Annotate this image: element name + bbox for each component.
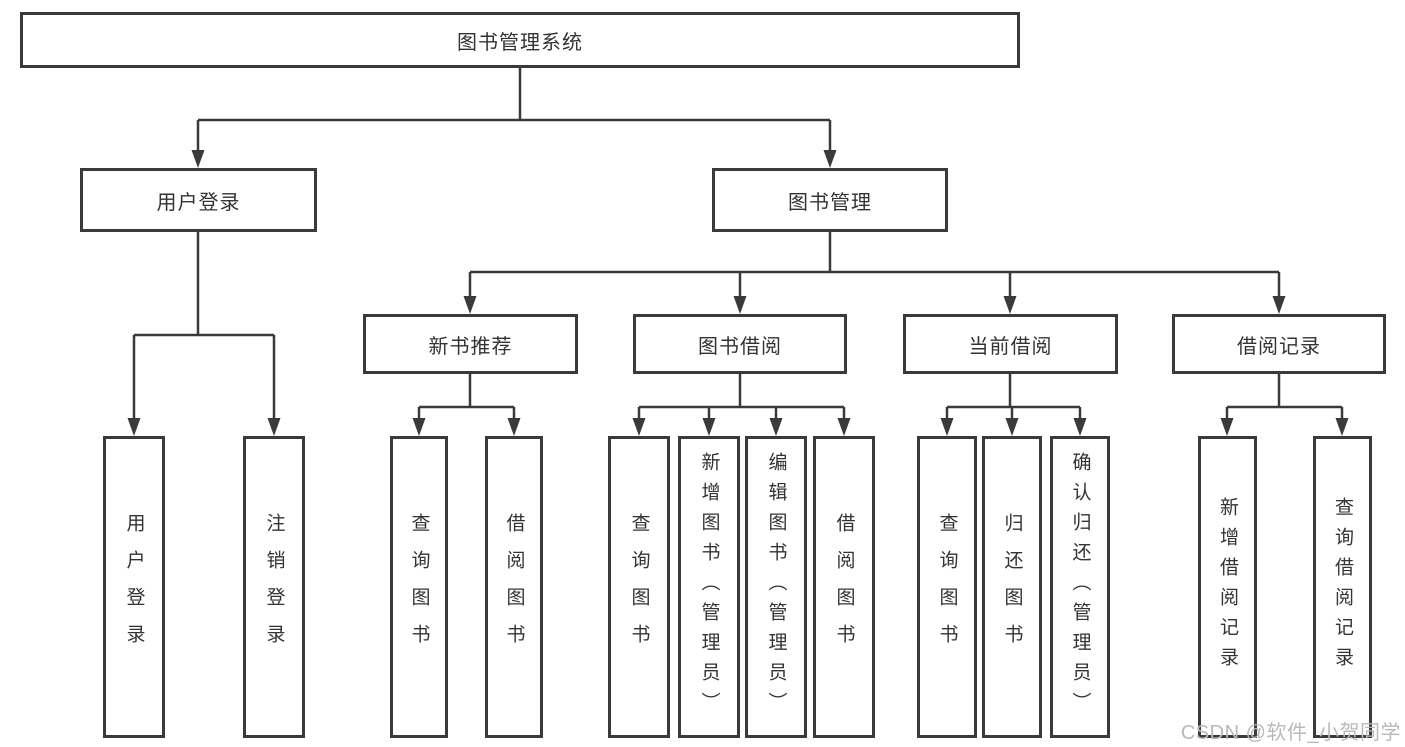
leaf-bb-add-books-admin: 新增图书（管理员）: [678, 436, 740, 738]
connector-book-mgmt-children: [463, 232, 1286, 314]
leaf-cb-confirm-return-admin: 确认归还（管理员）: [1050, 436, 1110, 738]
leaf-cb-query-books: 查询图书: [917, 436, 977, 738]
leaf-logout: 注销登录: [243, 436, 305, 738]
leaf-br-add-record: 新增借阅记录: [1198, 436, 1257, 738]
connector-current-borrow-children: [940, 374, 1087, 436]
connector-book-borrow-children: [632, 374, 851, 436]
connector-new-book-rec-children: [412, 374, 521, 436]
leaf-user-login: 用户登录: [103, 436, 165, 738]
leaf-bb-borrow-books: 借阅图书: [813, 436, 875, 738]
connector-borrow-records-children: [1220, 374, 1349, 436]
node-book-management: 图书管理: [712, 168, 948, 232]
node-root-system: 图书管理系统: [20, 12, 1020, 68]
node-book-borrow: 图书借阅: [633, 314, 847, 374]
node-user-login: 用户登录: [80, 168, 317, 232]
connector-user-login-children: [127, 232, 281, 436]
node-borrow-records: 借阅记录: [1172, 314, 1386, 374]
leaf-bb-edit-books-admin: 编辑图书（管理员）: [745, 436, 807, 738]
leaf-br-query-record: 查询借阅记录: [1313, 436, 1372, 738]
leaf-rec-query-books: 查询图书: [390, 436, 448, 738]
node-new-book-recommend: 新书推荐: [363, 314, 578, 374]
leaf-cb-return-books: 归还图书: [982, 436, 1042, 738]
node-current-borrow: 当前借阅: [903, 314, 1118, 374]
csdn-watermark: CSDN @软件_小贺同学: [1180, 722, 1401, 744]
leaf-rec-borrow-books: 借阅图书: [485, 436, 543, 738]
connector-root-to-level2: [191, 68, 837, 168]
leaf-bb-query-books: 查询图书: [608, 436, 670, 738]
